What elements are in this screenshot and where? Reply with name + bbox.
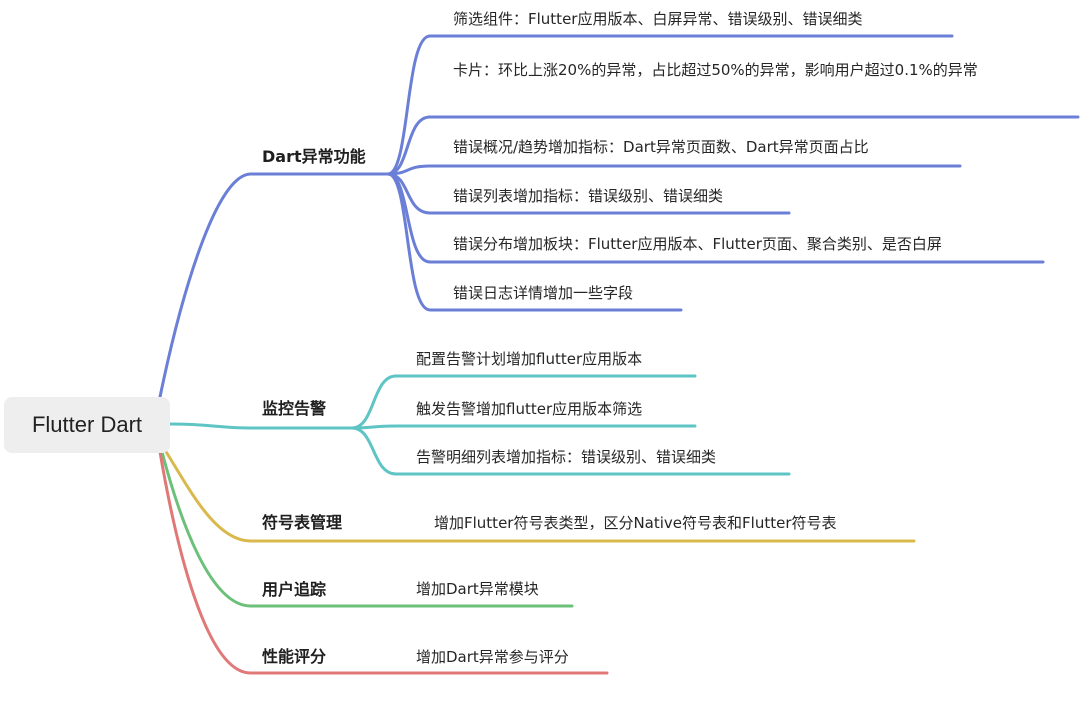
branch-dart-exception: Dart异常功能 <box>262 147 366 166</box>
leaf-error-log-detail: 错误日志详情增加一些字段 <box>453 284 634 302</box>
connector-dart-leaf-1 <box>386 115 1080 176</box>
leaf-dart-score: 增加Dart异常参与评分 <box>416 648 569 666</box>
branch-monitor-alert: 监控告警 <box>262 399 327 418</box>
connector-dart-leaf-5 <box>386 172 683 312</box>
leaf-filter-component: 筛选组件：Flutter应用版本、白屏异常、错误级别、错误细类 <box>453 10 863 28</box>
leaf-alert-plan: 配置告警计划增加flutter应用版本 <box>416 350 643 368</box>
connector-perf <box>158 450 609 675</box>
connector-dart <box>158 172 390 399</box>
connector-monitor <box>168 422 354 430</box>
branch-symbol-table: 符号表管理 <box>262 513 343 532</box>
branch-performance-score: 性能评分 <box>262 647 327 666</box>
leaf-symbol-type: 增加Flutter符号表类型，区分Native符号表和Flutter符号表 <box>434 514 837 532</box>
connector-dart-leaf-0 <box>386 34 954 176</box>
leaf-error-list: 错误列表增加指标：错误级别、错误细类 <box>453 187 724 205</box>
connector-user <box>160 450 574 608</box>
connector-monitor-leaf-0 <box>350 374 697 430</box>
leaf-card: 卡片：环比上涨20%的异常，占比超过50%的异常，影响用户超过0.1%的异常 <box>453 61 978 79</box>
root-node: Flutter Dart <box>4 397 170 453</box>
leaf-dart-module: 增加Dart异常模块 <box>416 580 539 598</box>
leaf-error-overview: 错误概况/趋势增加指标：Dart异常页面数、Dart异常页面占比 <box>453 138 869 156</box>
leaf-error-distribution: 错误分布增加板块：Flutter应用版本、Flutter页面、聚合类别、是否白屏 <box>453 235 942 253</box>
connector-monitor-leaf-2 <box>350 426 791 476</box>
connector-monitor-leaf-1 <box>350 424 697 430</box>
leaf-alert-trigger: 触发告警增加flutter应用版本筛选 <box>416 400 643 418</box>
connector-symbol <box>163 448 916 543</box>
connector-dart-leaf-2 <box>386 164 962 176</box>
branch-user-tracking: 用户追踪 <box>262 580 327 599</box>
leaf-alert-detail-list: 告警明细列表增加指标：错误级别、错误细类 <box>416 448 717 466</box>
